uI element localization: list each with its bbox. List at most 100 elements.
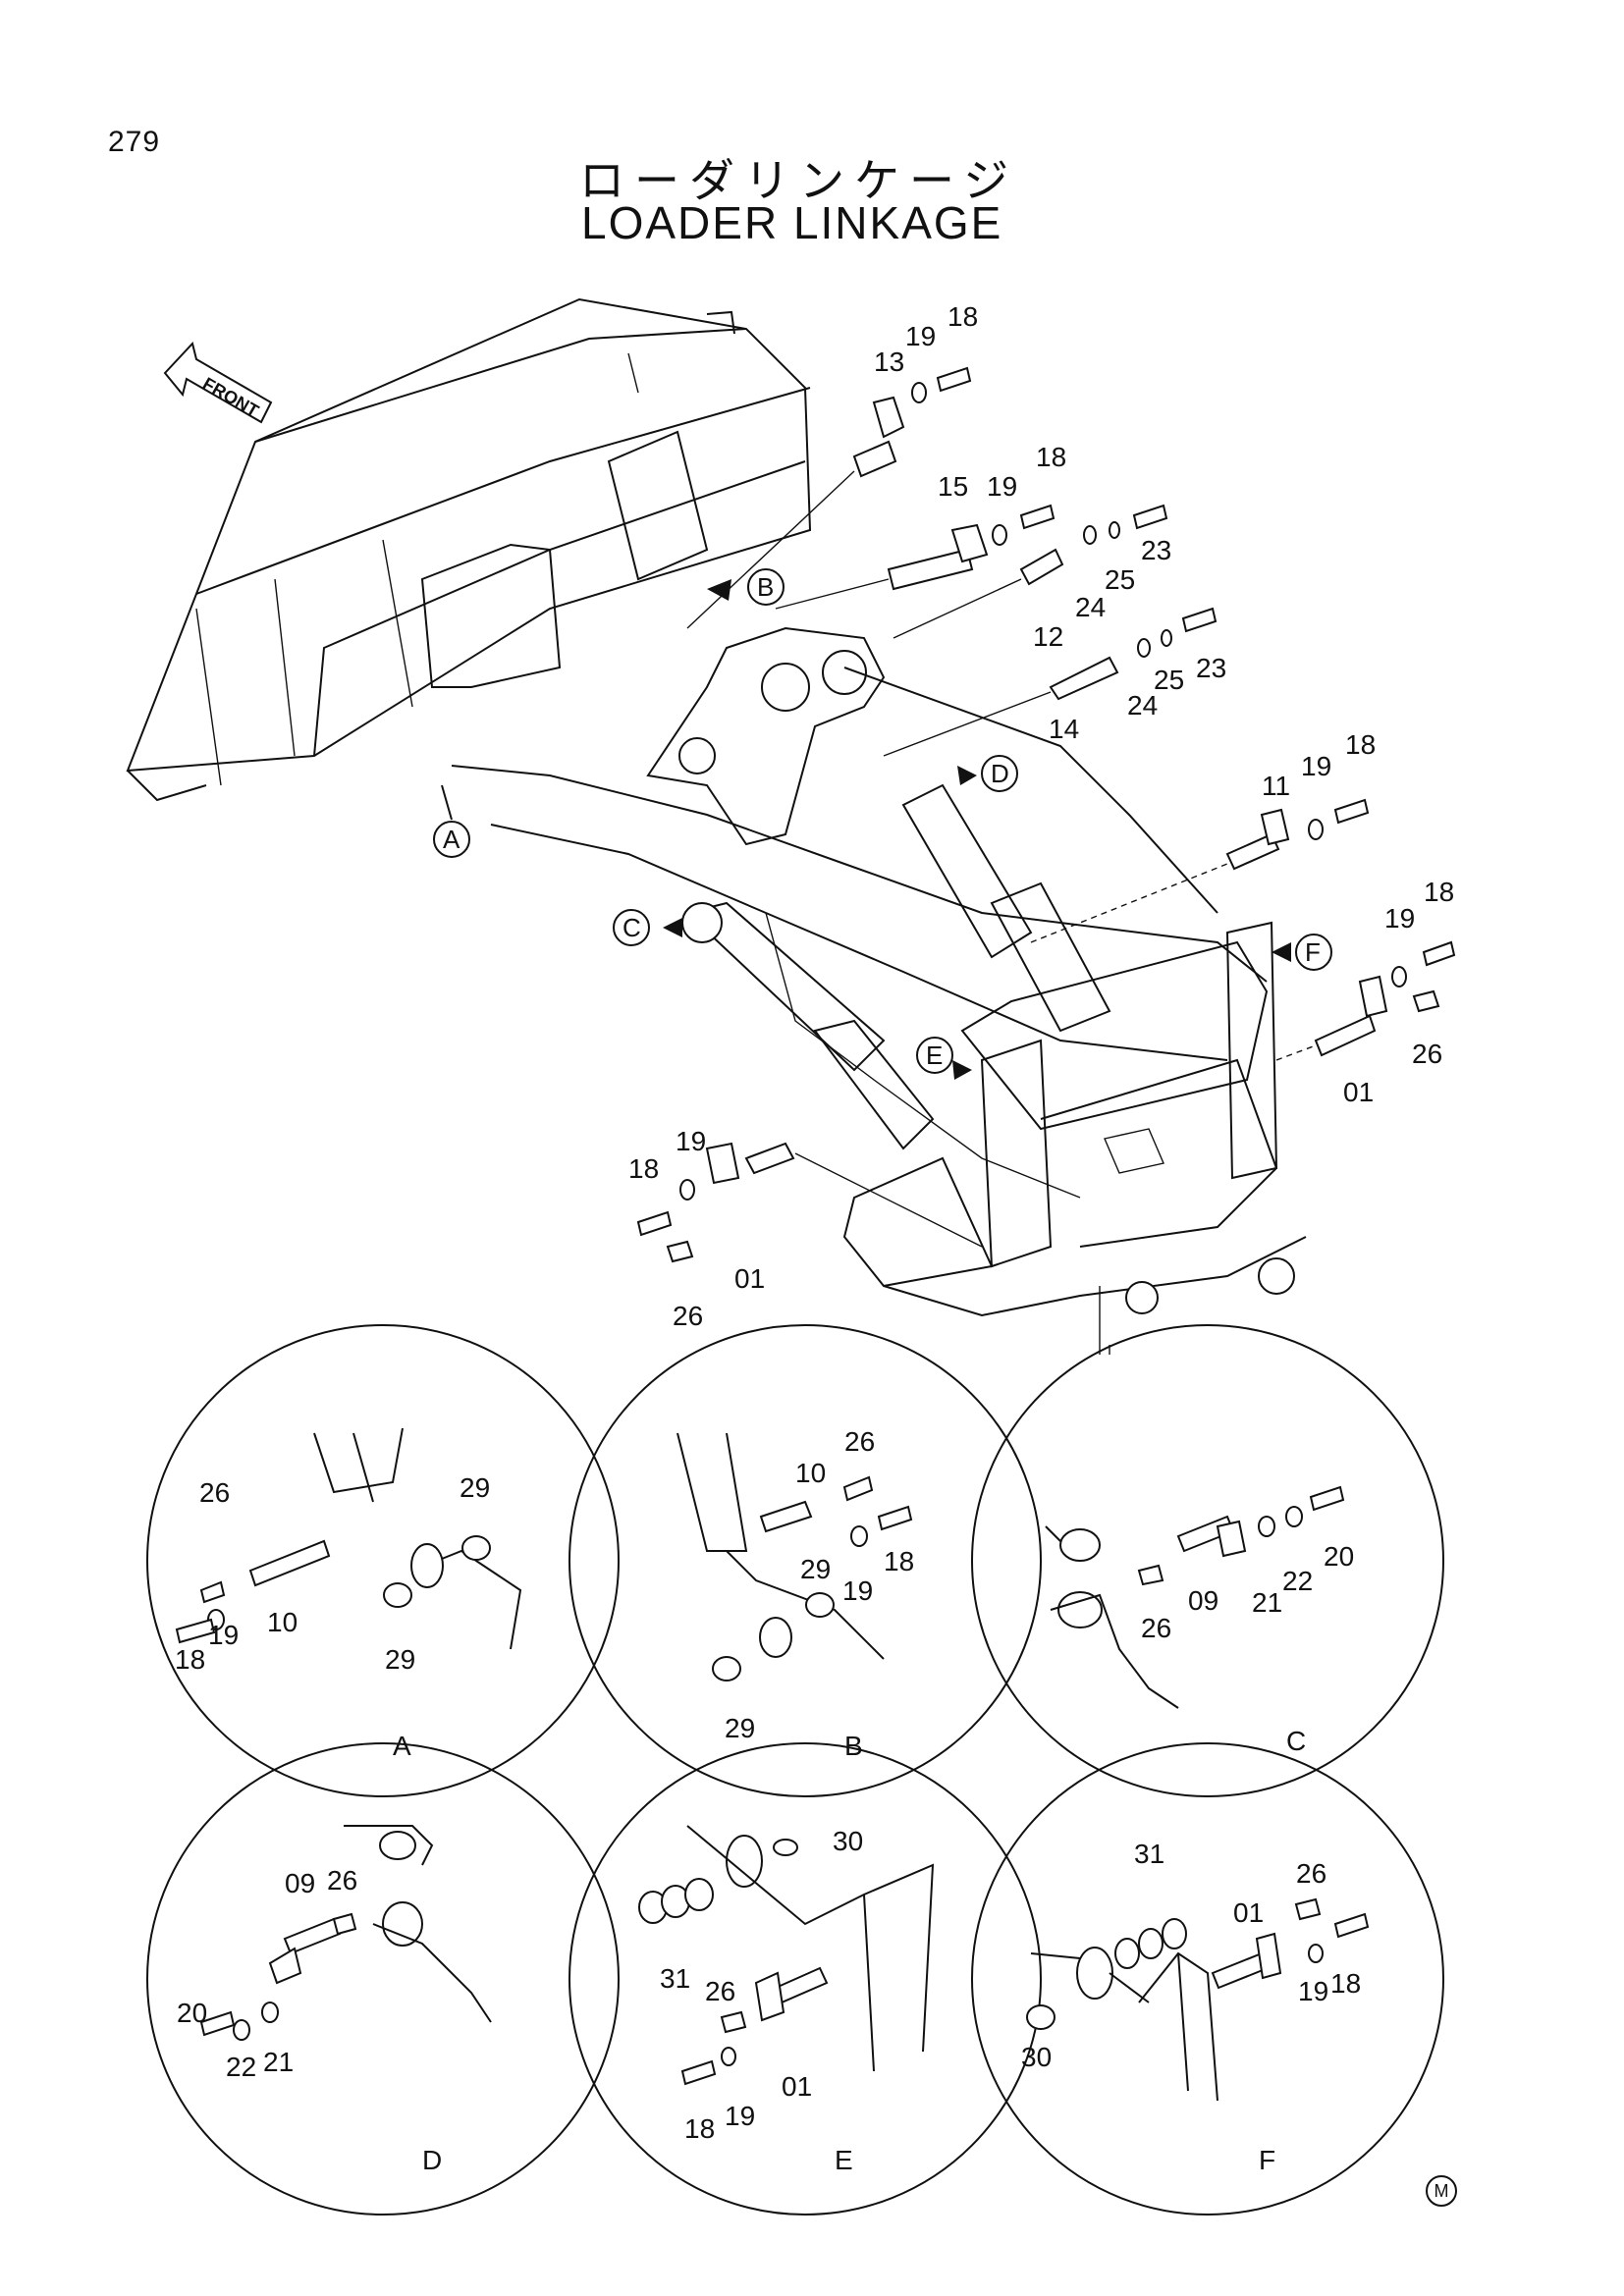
svg-text:21: 21 — [1252, 1587, 1282, 1618]
callout-C: C — [613, 909, 682, 946]
pin-11 — [1030, 808, 1290, 943]
callout-A: A — [433, 784, 470, 858]
callout-E: E — [916, 1037, 972, 1080]
svg-text:E: E — [926, 1041, 943, 1070]
svg-text:19: 19 — [676, 1126, 706, 1156]
detail-C-letter: C — [1286, 1726, 1306, 1756]
svg-text:19: 19 — [725, 2101, 755, 2131]
page-number: 279 — [108, 126, 161, 158]
callout-F: F — [1272, 934, 1332, 971]
svg-text:23: 23 — [1196, 653, 1226, 683]
svg-text:10: 10 — [267, 1607, 298, 1637]
callout-D: D — [957, 755, 1018, 792]
main-part-labels: 13 19 18 15 19 18 23 25 24 12 23 25 24 1… — [628, 301, 1454, 1331]
front-arrow-icon: FRONT — [163, 341, 273, 424]
svg-text:26: 26 — [1412, 1039, 1442, 1069]
bellcrank — [646, 626, 886, 846]
svg-text:29: 29 — [725, 1713, 755, 1743]
svg-text:B: B — [757, 572, 774, 602]
detail-B-letter: B — [844, 1731, 863, 1761]
svg-text:10: 10 — [795, 1458, 826, 1488]
pin-01-right — [1275, 975, 1388, 1061]
svg-text:18: 18 — [1345, 729, 1376, 760]
svg-text:26: 26 — [705, 1976, 735, 2006]
svg-text:D: D — [991, 759, 1009, 788]
svg-text:09: 09 — [285, 1868, 315, 1898]
detail-C: 09 21 22 20 26 C — [971, 1324, 1444, 1797]
detail-B: 26 10 18 29 19 29 B — [568, 1324, 1042, 1797]
svg-text:12: 12 — [1033, 621, 1063, 652]
svg-text:19: 19 — [842, 1575, 873, 1606]
svg-text:30: 30 — [1021, 2042, 1052, 2072]
front-frame — [842, 921, 1307, 1355]
svg-text:19: 19 — [1298, 1976, 1328, 2006]
svg-text:31: 31 — [1134, 1839, 1164, 1869]
svg-text:19: 19 — [905, 321, 936, 351]
detail-E: 30 31 26 18 19 01 E — [568, 1742, 1042, 2216]
svg-text:18: 18 — [947, 301, 978, 332]
svg-text:A: A — [443, 825, 460, 854]
svg-text:18: 18 — [175, 1644, 205, 1675]
pin-15 — [775, 523, 989, 610]
svg-text:19: 19 — [987, 471, 1017, 502]
svg-text:26: 26 — [673, 1301, 703, 1331]
svg-text:26: 26 — [1141, 1613, 1171, 1643]
front-label: FRONT — [199, 373, 262, 420]
svg-text:13: 13 — [874, 347, 904, 377]
svg-text:29: 29 — [385, 1644, 415, 1675]
catalog-mark-icon: M — [1426, 2175, 1457, 2207]
svg-text:21: 21 — [263, 2047, 294, 2077]
detail-D: 09 26 20 22 21 D — [146, 1742, 620, 2216]
callout-B: B — [707, 568, 785, 606]
svg-text:F: F — [1305, 937, 1321, 967]
svg-text:26: 26 — [327, 1865, 357, 1896]
svg-text:24: 24 — [1075, 592, 1106, 622]
svg-text:20: 20 — [1324, 1541, 1354, 1572]
svg-text:14: 14 — [1049, 714, 1079, 744]
svg-text:18: 18 — [684, 2113, 715, 2144]
bucket — [126, 297, 812, 802]
svg-text:29: 29 — [460, 1472, 490, 1503]
svg-text:01: 01 — [734, 1263, 765, 1294]
detail-F-letter: F — [1259, 2145, 1275, 2175]
svg-text:30: 30 — [833, 1826, 863, 1856]
svg-text:18: 18 — [628, 1153, 659, 1184]
svg-text:24: 24 — [1127, 690, 1158, 721]
svg-text:18: 18 — [1330, 1968, 1361, 1999]
svg-text:20: 20 — [177, 1998, 207, 2028]
pin-12 — [893, 548, 1064, 639]
svg-text:23: 23 — [1141, 535, 1171, 565]
pin-01-left — [705, 1142, 983, 1248]
svg-text:01: 01 — [782, 2071, 812, 2102]
svg-text:09: 09 — [1188, 1585, 1218, 1616]
svg-text:22: 22 — [226, 2052, 256, 2082]
pin-13 — [686, 396, 905, 629]
title-japanese: ローダリンケージ — [579, 154, 1019, 207]
detail-D-letter: D — [422, 2145, 442, 2175]
svg-text:19: 19 — [208, 1620, 239, 1650]
detail-A-letter: A — [393, 1731, 411, 1761]
boom-arm — [451, 667, 1269, 1199]
svg-text:29: 29 — [800, 1554, 831, 1584]
svg-text:25: 25 — [1154, 665, 1184, 695]
svg-text:18: 18 — [1036, 442, 1066, 472]
title-english: LOADER LINKAGE — [581, 197, 1003, 248]
svg-text:25: 25 — [1105, 564, 1135, 595]
svg-text:26: 26 — [1296, 1858, 1326, 1889]
detail-E-letter: E — [835, 2145, 853, 2175]
svg-text:22: 22 — [1282, 1566, 1313, 1596]
svg-text:01: 01 — [1233, 1897, 1264, 1928]
svg-text:26: 26 — [199, 1477, 230, 1508]
detail-A: 26 29 18 19 10 29 A — [146, 1324, 620, 1797]
svg-text:19: 19 — [1384, 903, 1415, 934]
svg-text:18: 18 — [1424, 877, 1454, 907]
svg-text:15: 15 — [938, 471, 968, 502]
svg-text:19: 19 — [1301, 751, 1331, 781]
lift-cylinder — [901, 783, 1111, 1033]
svg-text:26: 26 — [844, 1426, 875, 1457]
svg-text:C: C — [623, 913, 641, 942]
bucket-cylinder — [681, 901, 935, 1150]
detail-F: 31 26 01 30 19 18 F — [971, 1742, 1444, 2216]
pin-14 — [883, 656, 1119, 757]
